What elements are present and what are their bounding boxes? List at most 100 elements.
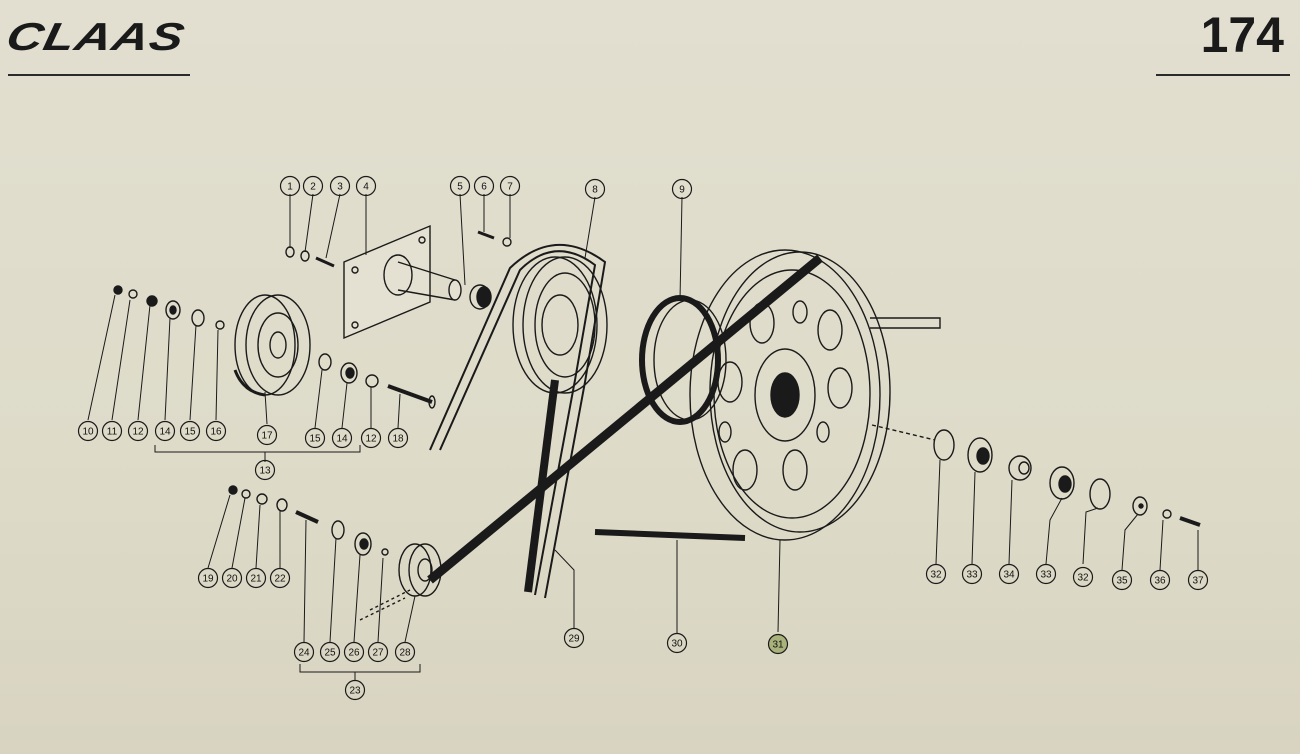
- callout-number: 25: [324, 648, 336, 659]
- callout-4: 4: [355, 175, 377, 197]
- callout-22: 22: [269, 567, 291, 589]
- callout-number: 11: [107, 427, 118, 438]
- idler-pulley-28: [359, 543, 442, 621]
- callout-circle: [205, 420, 227, 442]
- callout-number: 1: [287, 182, 293, 193]
- callout-number: 24: [298, 648, 310, 659]
- callout-number: 33: [1040, 570, 1052, 581]
- callout-20: 20: [221, 567, 243, 589]
- hardware-19-27: [228, 485, 389, 556]
- callout-30: 30: [666, 632, 688, 654]
- callout-8: 8: [584, 178, 606, 200]
- callout-circle: [767, 633, 789, 655]
- callout-number: 12: [365, 434, 377, 445]
- callout-29: 29: [563, 627, 585, 649]
- callout-circle: [269, 567, 291, 589]
- callout-number: 29: [568, 634, 580, 645]
- callout-33: 33: [961, 563, 983, 585]
- callout-7: 7: [499, 175, 521, 197]
- callout-circle: [254, 459, 276, 481]
- callout-circle: [197, 567, 219, 589]
- callout-circle: [473, 175, 495, 197]
- callout-circle: [998, 563, 1020, 585]
- callout-number: 33: [966, 570, 978, 581]
- callout-number: 3: [337, 182, 343, 193]
- callout-circle: [127, 420, 149, 442]
- callout-number: 22: [274, 574, 286, 585]
- callout-circle: [1149, 569, 1171, 591]
- callout-35: 35: [1111, 569, 1133, 591]
- callout-12: 12: [127, 420, 149, 442]
- large-pulley-31: [689, 249, 941, 541]
- callout-3: 3: [329, 175, 351, 197]
- callout-circle: [331, 427, 353, 449]
- leader-lines: [87, 193, 1199, 680]
- callout-circle: [360, 427, 382, 449]
- callout-number: 14: [336, 434, 348, 445]
- pulley-9: [639, 295, 727, 425]
- callout-number: 5: [457, 182, 463, 193]
- callout-number: 6: [481, 182, 487, 193]
- callout-1: 1: [279, 175, 301, 197]
- callout-number: 23: [349, 686, 361, 697]
- callout-circle: [293, 641, 315, 663]
- callout-circle: [329, 175, 351, 197]
- callout-circle: [666, 632, 688, 654]
- callout-number: 28: [399, 648, 411, 659]
- callout-18: 18: [387, 427, 409, 449]
- header-rule-right: [1156, 74, 1290, 76]
- callout-circle: [304, 427, 326, 449]
- callout-11: 11: [101, 420, 123, 442]
- callout-circle: [563, 627, 585, 649]
- callout-circle: [279, 175, 301, 197]
- callout-number: 21: [250, 574, 262, 585]
- callout-circle: [355, 175, 377, 197]
- callout-31: 31: [767, 633, 789, 655]
- callout-circle: [499, 175, 521, 197]
- callout-28: 28: [394, 641, 416, 663]
- callout-32: 32: [1072, 566, 1094, 588]
- callout-32: 32: [925, 563, 947, 585]
- mounting-plate: [343, 224, 462, 340]
- callout-circle: [77, 420, 99, 442]
- callout-23: 23: [344, 679, 366, 701]
- callout-number: 34: [1003, 570, 1015, 581]
- callout-circle: [245, 567, 267, 589]
- callout-circle: [302, 175, 324, 197]
- callout-14: 14: [154, 420, 176, 442]
- callout-circle: [387, 427, 409, 449]
- callout-number: 30: [671, 639, 683, 650]
- callout-circle: [584, 178, 606, 200]
- callout-circle: [1111, 569, 1133, 591]
- callout-circle: [319, 641, 341, 663]
- callout-number: 35: [1116, 576, 1128, 587]
- callout-number: 10: [82, 427, 94, 438]
- callout-number: 2: [310, 182, 316, 193]
- callout-number: 16: [210, 427, 222, 438]
- callout-37: 37: [1187, 569, 1209, 591]
- callout-circle: [1072, 566, 1094, 588]
- callout-circle: [221, 567, 243, 589]
- callout-17: 17: [256, 424, 278, 446]
- callout-36: 36: [1149, 569, 1171, 591]
- callout-number: 8: [592, 185, 598, 196]
- callout-circle: [925, 563, 947, 585]
- hardware-10-16: [113, 285, 225, 330]
- callout-16: 16: [205, 420, 227, 442]
- callout-26: 26: [343, 641, 365, 663]
- callout-number: 14: [159, 427, 171, 438]
- callout-number: 26: [348, 648, 360, 659]
- callout-circle: [394, 641, 416, 663]
- callout-circle: [671, 178, 693, 200]
- callout-21: 21: [245, 567, 267, 589]
- callout-number: 9: [679, 185, 685, 196]
- header-rule-left: [8, 74, 190, 76]
- callout-14: 14: [331, 427, 353, 449]
- callout-number: 37: [1192, 576, 1204, 587]
- callout-number: 32: [930, 570, 942, 581]
- callout-circle: [961, 563, 983, 585]
- callout-circle: [344, 679, 366, 701]
- callout-number: 36: [1154, 576, 1166, 587]
- v-belt-30: [427, 254, 823, 584]
